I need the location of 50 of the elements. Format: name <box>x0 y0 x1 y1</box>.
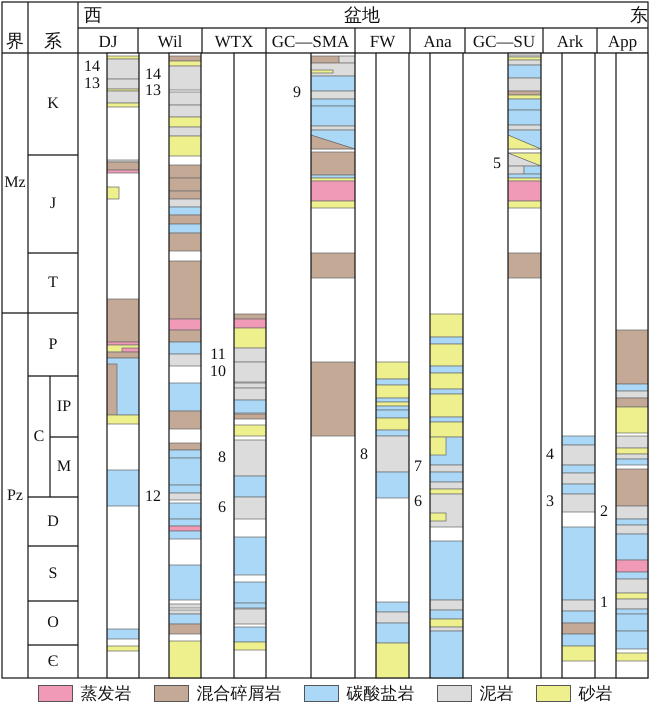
header-label: 西 <box>84 4 103 27</box>
system-label: M <box>56 457 72 477</box>
system-label: S <box>48 564 58 584</box>
system-label: D <box>46 512 60 532</box>
basin-name: GC—SMA <box>270 30 350 52</box>
basin-name: Wil <box>156 30 184 52</box>
legend-label: 砂岩 <box>578 682 612 704</box>
system-label: T <box>47 273 59 293</box>
sample-number: 12 <box>144 488 162 506</box>
system-label: J <box>48 194 58 214</box>
sample-number: 14 <box>83 58 101 76</box>
sample-number: 10 <box>209 363 227 381</box>
basin-name: DJ <box>98 30 118 52</box>
legend-label: 碳酸盐岩 <box>346 682 414 704</box>
sample-number: 6 <box>413 493 423 511</box>
system-label: Є <box>46 652 60 672</box>
system-label: O <box>46 613 60 633</box>
sample-number: 13 <box>83 75 101 93</box>
basin-name: App <box>606 30 638 53</box>
sample-number: 4 <box>545 446 555 464</box>
system-label: P <box>48 334 58 354</box>
sample-number: 9 <box>292 84 302 102</box>
basin-name: Ana <box>422 30 453 52</box>
era-label: Mz <box>3 173 27 193</box>
header-label: 盆地 <box>343 4 381 27</box>
basin-name: FW <box>368 30 396 52</box>
sample-number: 14 <box>144 66 162 84</box>
legend-label: 蒸发岩 <box>80 682 132 704</box>
era-label: Pz <box>6 486 24 506</box>
sample-number: 2 <box>599 503 609 521</box>
header-label: 界 <box>5 30 25 52</box>
basin-name: WTX <box>214 30 254 52</box>
sample-number: 11 <box>209 346 227 364</box>
sample-number: 3 <box>545 493 555 511</box>
system-label: IP <box>56 396 72 416</box>
header-label: 系 <box>43 30 63 52</box>
header-label: 东 <box>629 4 648 27</box>
sample-number: 13 <box>144 82 162 100</box>
sample-number: 8 <box>217 449 227 467</box>
system-label: K <box>46 94 60 114</box>
sample-number: 1 <box>599 594 609 612</box>
basin-name: Ark <box>556 30 584 52</box>
basin-name: GC—SU <box>472 30 536 52</box>
sample-number: 6 <box>217 499 227 517</box>
sample-number: 8 <box>359 446 369 464</box>
sample-number: 5 <box>492 155 502 173</box>
sample-number: 7 <box>413 458 423 476</box>
legend-label: 泥岩 <box>480 682 514 704</box>
legend-label: 混合碎屑岩 <box>196 682 282 704</box>
system-label: C <box>32 426 46 446</box>
